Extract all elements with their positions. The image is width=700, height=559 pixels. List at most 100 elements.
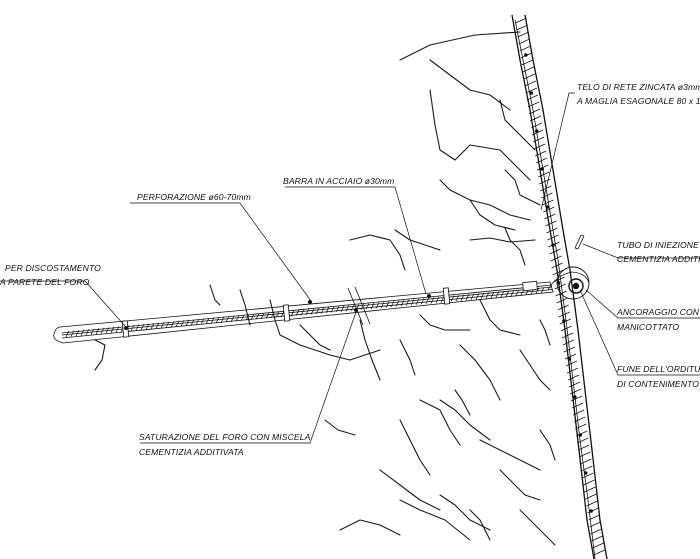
spacer-3 <box>442 287 451 305</box>
hatch-stroke <box>556 297 568 304</box>
hatch-stroke <box>557 304 569 311</box>
label-telo-line2: A MAGLIA ESAGONALE 80 x 100 <box>576 96 700 106</box>
hatch-stroke <box>591 535 603 542</box>
grout-stroke <box>220 316 225 323</box>
hatch-stroke <box>572 409 585 416</box>
hatch-stroke <box>551 262 563 269</box>
hatch-stroke <box>519 45 531 52</box>
hatch-stroke <box>571 402 584 409</box>
hatch-stroke <box>570 395 583 402</box>
hatch-stroke <box>544 213 556 220</box>
hatch-stroke <box>560 325 572 332</box>
grout-stroke <box>215 317 220 324</box>
hatch-stroke <box>550 255 562 262</box>
grout-stroke <box>375 302 380 309</box>
wire-mesh <box>514 19 596 559</box>
hatch-stroke <box>566 367 579 374</box>
label-perforazione: PERFORAZIONE ø60-70mm <box>137 192 251 202</box>
grout-stroke <box>350 304 355 311</box>
hatch-stroke <box>523 73 535 80</box>
rock-face-hatch <box>515 17 605 556</box>
hatch-stroke <box>579 451 591 458</box>
grout-stroke <box>225 316 230 323</box>
grout-stroke <box>365 303 370 310</box>
mesh-dot <box>573 395 577 399</box>
grout-stroke <box>370 302 375 310</box>
grout-stroke <box>65 330 70 338</box>
hatch-stroke <box>546 227 558 234</box>
break-mark <box>347 286 371 326</box>
hatch-stroke <box>530 122 543 129</box>
mesh-dot <box>562 319 566 323</box>
mesh-dot <box>534 129 539 133</box>
mesh-dot <box>567 357 572 361</box>
grout-stroke <box>400 300 405 307</box>
hatch-stroke <box>524 80 537 87</box>
grout-stroke <box>385 301 390 308</box>
mesh-dot <box>551 243 555 247</box>
hatch-stroke <box>575 423 587 430</box>
grout-stroke <box>345 305 350 312</box>
spacer-2 <box>282 304 291 322</box>
mesh-dot <box>578 433 583 437</box>
mesh-dot <box>524 53 528 57</box>
grout-stroke <box>340 305 345 312</box>
hatch-stroke <box>576 430 588 437</box>
hatch-stroke <box>522 66 534 73</box>
hatch-stroke <box>516 24 528 31</box>
hatch-stroke <box>593 549 605 556</box>
borehole <box>53 280 554 344</box>
hatch-stroke <box>590 528 602 535</box>
label-fune-line1: FUNE DELL'ORDITURA <box>617 364 700 374</box>
label-tubo-line2: CEMENTIZIA ADDITIVATA <box>617 254 700 264</box>
anchor-head <box>547 234 590 300</box>
label-discostamento-line1: PER DISCOSTAMENTO <box>5 263 101 273</box>
hatch-stroke <box>584 486 596 493</box>
label-fune-line2: DI CONTENIMENTO ø16 <box>617 379 700 389</box>
hatch-stroke <box>529 115 542 122</box>
hatch-stroke <box>547 234 559 241</box>
hatch-stroke <box>567 374 580 381</box>
label-ancoraggio-line2: MANICOTTATO <box>617 322 679 332</box>
hatch-stroke <box>543 206 555 213</box>
label-saturazione-line1: SATURAZIONE DEL FORO CON MISCELA <box>139 432 311 442</box>
hatch-stroke <box>583 479 595 486</box>
hatch-stroke <box>528 108 541 115</box>
grout-stroke <box>390 300 395 308</box>
hatch-stroke <box>542 199 554 206</box>
hatch-stroke <box>580 458 592 465</box>
hatch-stroke <box>558 311 570 318</box>
label-barra: BARRA IN ACCIAIO ø30mm <box>283 176 394 186</box>
label-saturazione-line2: CEMENTIZIA ADDITIVATA <box>139 447 244 457</box>
mesh-fixing-dots <box>524 53 593 513</box>
mesh-dot <box>545 205 550 209</box>
hatch-stroke <box>549 248 561 255</box>
hatch-stroke <box>554 283 566 290</box>
hatch-stroke <box>577 437 589 444</box>
hatch-stroke <box>585 493 597 500</box>
hatch-stroke <box>518 38 530 45</box>
label-tubo-line1: TUBO DI INIEZIONE D <box>617 240 700 250</box>
hatch-stroke <box>561 332 573 339</box>
label-ancoraggio-line1: ANCORAGGIO CON AN <box>616 307 700 317</box>
grout-stroke <box>360 303 365 311</box>
annotations: TELO DI RETE ZINCATA ø3mm A MAGLIA ESAGO… <box>0 82 700 457</box>
hatch-stroke <box>527 101 540 108</box>
hatch-stroke <box>545 220 557 227</box>
hatch-stroke <box>581 465 593 472</box>
grout-stroke <box>405 299 410 306</box>
hatch-stroke <box>526 94 539 101</box>
hatch-stroke <box>568 381 581 388</box>
mesh-dot <box>583 471 588 475</box>
grout-stroke <box>230 315 235 322</box>
label-telo-line1: TELO DI RETE ZINCATA ø3mm <box>577 82 700 92</box>
hatch-stroke <box>574 416 586 423</box>
hatch-stroke <box>517 31 529 38</box>
hatch-stroke <box>553 276 565 283</box>
spacer-1 <box>121 320 130 338</box>
grout-stroke <box>380 301 385 309</box>
hatch-stroke <box>515 17 527 24</box>
hatch-stroke <box>532 136 545 143</box>
rock-face <box>511 14 608 559</box>
